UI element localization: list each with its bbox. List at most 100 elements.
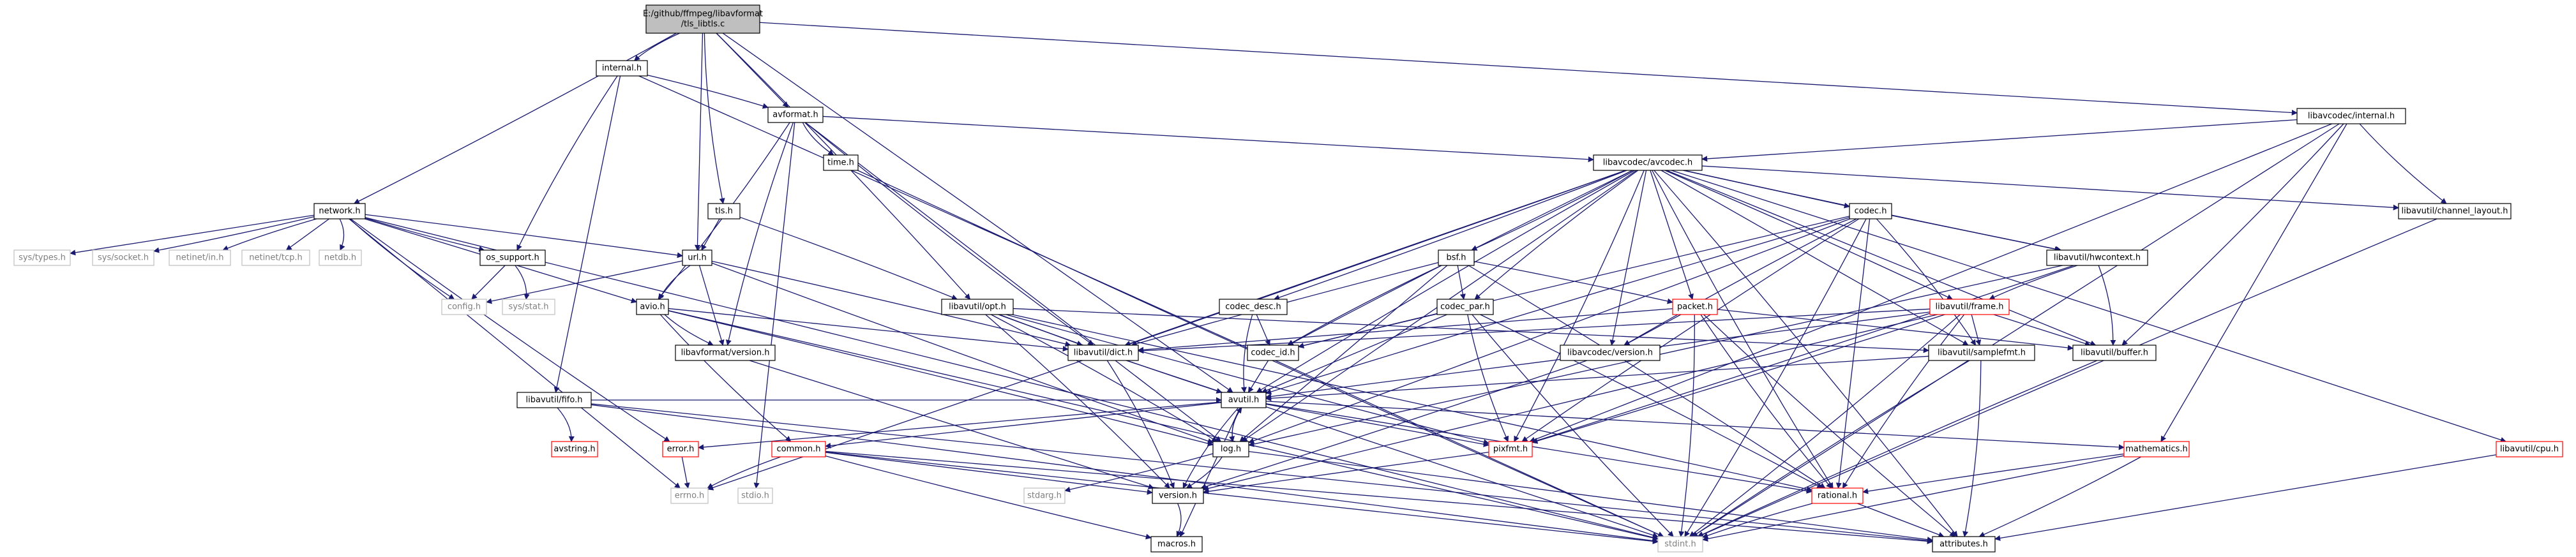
dependency-edge-buffer_h-to-stdint_h bbox=[1697, 360, 2098, 537]
node-lavc-version-h[interactable]: libavcodec/version.h bbox=[1560, 345, 1661, 361]
node-hwcontext-h[interactable]: libavutil/hwcontext.h bbox=[2046, 249, 2148, 266]
node-fifo-h[interactable]: libavutil/fifo.h bbox=[516, 392, 592, 408]
node-box bbox=[2046, 249, 2148, 266]
node-codec-desc-h[interactable]: codec_desc.h bbox=[1219, 299, 1288, 315]
dependency-edge-packet_h-to-attributes_h bbox=[1703, 314, 1956, 537]
node-log-h[interactable]: log.h bbox=[1212, 441, 1249, 457]
node-pixfmt-h[interactable]: pixfmt.h bbox=[1488, 441, 1533, 457]
node-codec-par-h[interactable]: codec_par.h bbox=[1436, 299, 1494, 315]
node-avio-h[interactable]: avio.h bbox=[636, 299, 669, 315]
node-box bbox=[737, 487, 773, 504]
dependency-edge-network_h-to-error_h bbox=[350, 218, 670, 442]
dependency-edge-log_h-to-avutil_h bbox=[1232, 407, 1242, 442]
node-label: pixfmt.h bbox=[1493, 445, 1528, 454]
dependency-edge-opt_h-to-log_h bbox=[991, 314, 1218, 442]
node-error-h[interactable]: error.h bbox=[662, 441, 699, 457]
dependency-edge-lavc_internal_h-to-buffer_h bbox=[2121, 123, 2344, 346]
dependency-edge-bsf_h-to-log_h bbox=[1239, 265, 1448, 442]
dependency-edge-root-to-network_h bbox=[353, 33, 677, 204]
node-time-h[interactable]: time.h bbox=[823, 154, 859, 171]
dependency-edge-hwcontext_h-to-buffer_h bbox=[2098, 265, 2116, 346]
node-box bbox=[1221, 392, 1267, 408]
node-label: libavutil/samplefmt.h bbox=[1938, 348, 2026, 358]
dependency-edge-frame_h-to-dict_h bbox=[1138, 308, 1931, 354]
dependency-edge-avcodec_h-to-codec_par_h bbox=[1474, 170, 1639, 300]
node-label: tls.h bbox=[715, 207, 733, 216]
node-codec-id-h[interactable]: codec_id.h bbox=[1247, 345, 1299, 361]
node-label: config.h bbox=[448, 302, 481, 312]
node-dict-h[interactable]: libavutil/dict.h bbox=[1067, 345, 1139, 361]
node-attributes-h[interactable]: attributes.h bbox=[1932, 536, 1996, 553]
dependency-edge-network_h-to-sys_socket_h bbox=[153, 216, 315, 253]
node-errno-h: errno.h bbox=[670, 487, 709, 504]
dependency-edge-codec_par_h-to-pixfmt_h bbox=[1467, 314, 1509, 442]
dependency-edge-internal_h-to-os_support_h bbox=[516, 75, 618, 251]
node-network-h[interactable]: network.h bbox=[313, 203, 366, 219]
dependency-edge-tls_h-to-opt_h bbox=[739, 216, 958, 301]
dependency-edge-avcodec_h-to-bsf_h bbox=[1471, 170, 1633, 251]
node-label: time.h bbox=[827, 158, 854, 168]
node-box bbox=[767, 107, 824, 123]
node-macros-h[interactable]: macros.h bbox=[1150, 536, 1203, 553]
node-avformat-h[interactable]: avformat.h bbox=[767, 107, 824, 123]
node-avutil-h[interactable]: avutil.h bbox=[1221, 392, 1267, 408]
node-url-h[interactable]: url.h bbox=[682, 249, 712, 266]
dependency-edge-hwcontext_h-to-frame_h bbox=[1989, 265, 2078, 300]
node-mathematics-h[interactable]: mathematics.h bbox=[2123, 441, 2190, 457]
dependency-edge-samplefmt_h-to-avutil_h bbox=[1265, 355, 1929, 401]
dependency-edge-bsf_h-to-packet_h bbox=[1473, 261, 1673, 304]
node-avcodec-h[interactable]: libavcodec/avcodec.h bbox=[1593, 154, 1703, 171]
node-box bbox=[1593, 154, 1703, 171]
node-box bbox=[1067, 345, 1139, 361]
node-codec-h[interactable]: codec.h bbox=[1849, 203, 1892, 219]
node-lavc-internal-h[interactable]: libavcodec/internal.h bbox=[2296, 108, 2406, 124]
node-label: attributes.h bbox=[1940, 540, 1988, 549]
node-root[interactable]: E:/github/ffmpeg/libavformat/tls_libtls.… bbox=[643, 4, 763, 34]
node-bsf-h[interactable]: bsf.h bbox=[1438, 249, 1475, 266]
node-version-h[interactable]: version.h bbox=[1152, 487, 1204, 504]
node-common-h[interactable]: common.h bbox=[771, 441, 826, 457]
dependency-edge-packet_h-to-buffer_h bbox=[1717, 309, 2074, 351]
node-tls-h[interactable]: tls.h bbox=[707, 203, 741, 219]
node-sys-socket-h: sys/socket.h bbox=[92, 249, 154, 266]
node-box bbox=[2123, 441, 2190, 457]
node-box bbox=[1212, 441, 1249, 457]
node-internal-h[interactable]: internal.h bbox=[596, 60, 648, 77]
node-buffer-h[interactable]: libavutil/buffer.h bbox=[2072, 345, 2157, 361]
dependency-edge-avutil_h-to-mathematics_h bbox=[1265, 401, 2125, 450]
dependency-edge-log_h-to-version_h bbox=[1186, 456, 1223, 489]
node-avstring-h[interactable]: avstring.h bbox=[551, 441, 598, 457]
dependency-edge-common_h-to-version_h bbox=[825, 452, 1153, 495]
node-frame-h[interactable]: libavutil/frame.h bbox=[1929, 299, 2010, 315]
dependency-edge-avcodec_h-to-channel_layout_h bbox=[1701, 165, 2399, 211]
dependency-edge-frame_h-to-samplefmt_h bbox=[1971, 314, 1982, 346]
node-stdint-h: stdint.h bbox=[1657, 536, 1703, 553]
node-lavf-version-h[interactable]: libavformat/version.h bbox=[675, 345, 776, 361]
node-box bbox=[1560, 345, 1661, 361]
node-box bbox=[675, 345, 776, 361]
node-samplefmt-h[interactable]: libavutil/samplefmt.h bbox=[1928, 345, 2035, 361]
node-label: sys/socket.h bbox=[98, 253, 149, 263]
dependency-edge-network_h-to-config_h bbox=[349, 218, 455, 300]
node-label: /tls_libtls.c bbox=[681, 20, 725, 29]
node-label: libavutil/channel_layout.h bbox=[2402, 207, 2508, 216]
node-label: os_support.h bbox=[486, 253, 539, 263]
node-label: avutil.h bbox=[1228, 396, 1260, 405]
node-box bbox=[2496, 441, 2563, 457]
node-cpu-h[interactable]: libavutil/cpu.h bbox=[2496, 441, 2563, 457]
node-packet-h[interactable]: packet.h bbox=[1672, 299, 1718, 315]
dependency-edge-dict_h-to-stdint_h bbox=[1126, 360, 1659, 538]
node-box bbox=[92, 249, 154, 266]
dependency-edge-channel_layout_h-to-stdint_h bbox=[1698, 218, 2437, 537]
dependency-edge-avcodec_h-to-frame_h bbox=[1664, 170, 1954, 300]
node-opt-h[interactable]: libavutil/opt.h bbox=[941, 299, 1014, 315]
dependency-edge-codec_h-to-samplefmt_h bbox=[1876, 218, 1977, 346]
dependency-edge-common_h-to-attributes_h bbox=[825, 450, 1933, 544]
node-label: errno.h bbox=[675, 491, 705, 501]
dependency-edge-avcodec_h-to-samplefmt_h bbox=[1661, 170, 1969, 346]
node-channel-layout-h[interactable]: libavutil/channel_layout.h bbox=[2398, 203, 2512, 219]
node-os-support-h[interactable]: os_support.h bbox=[479, 249, 546, 266]
node-rational-h[interactable]: rational.h bbox=[1811, 487, 1864, 504]
dependency-edge-tls_h-to-url_h bbox=[701, 218, 720, 251]
node-netinet-tcp-h: netinet/tcp.h bbox=[241, 249, 310, 266]
